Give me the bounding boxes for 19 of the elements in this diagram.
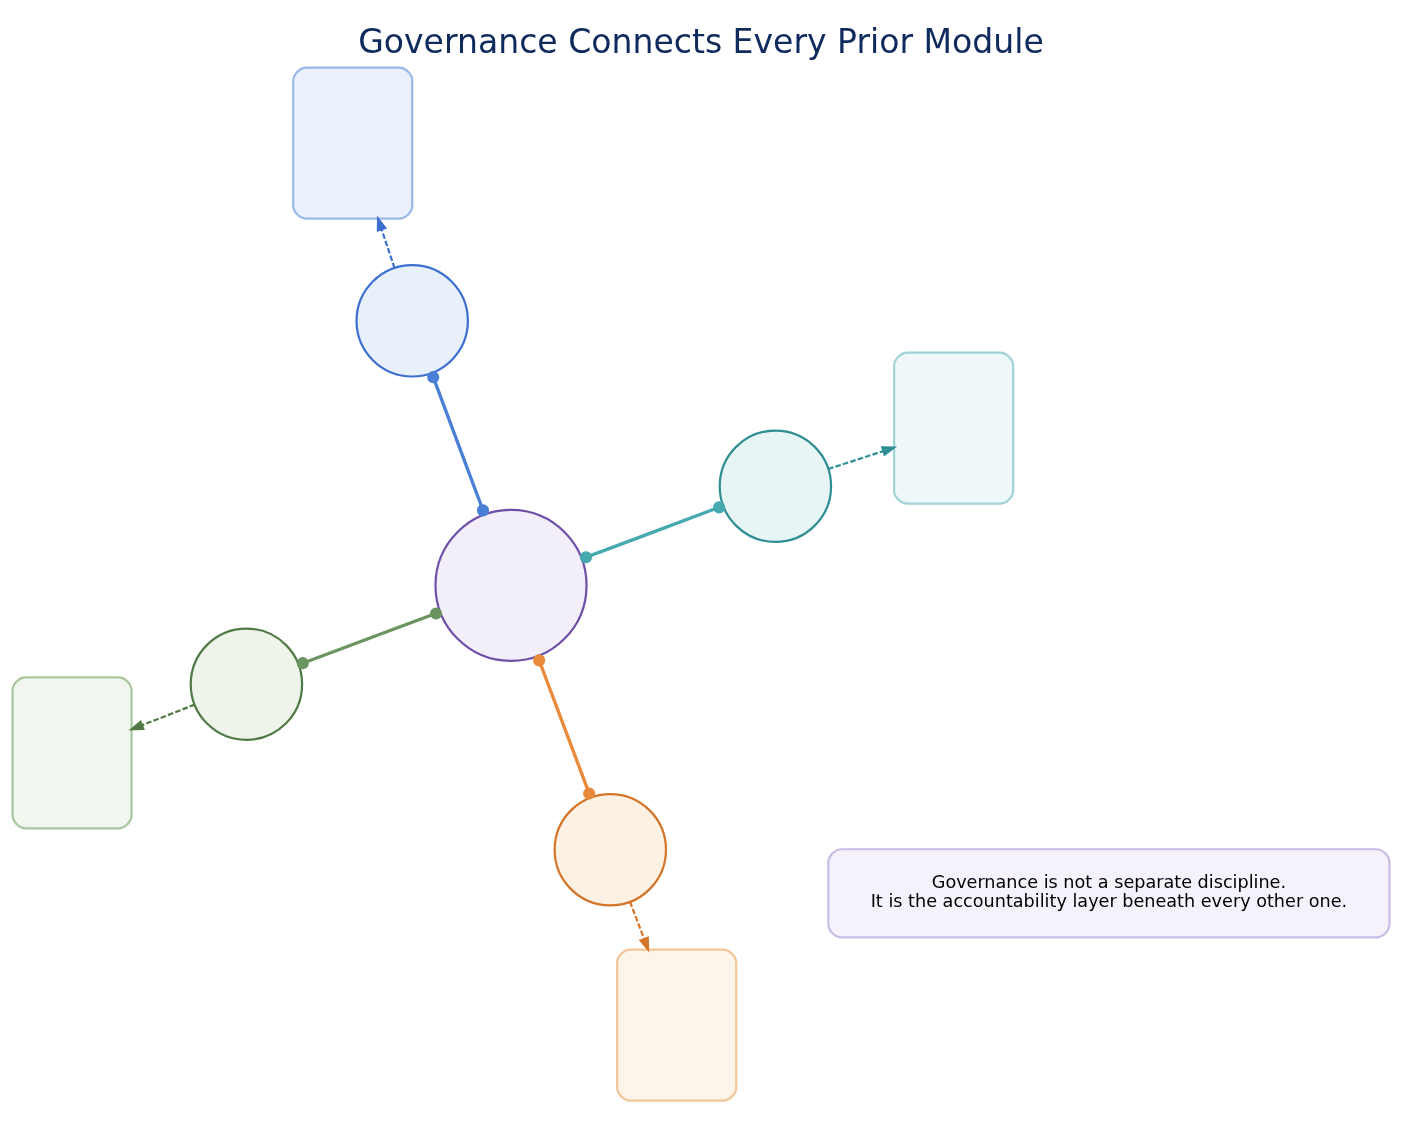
arrow [828,445,898,470]
arrow [629,901,650,953]
node-circle [355,263,469,378]
node-circle [718,428,833,543]
node-box: Governance is not a separate discipline. It is the accountability layer beneath every other one. [827,847,1391,939]
arrow [376,215,396,268]
node-circle [189,626,304,741]
diagram-title: Governance Connects Every Prior Module [358,21,1044,61]
connector [427,370,490,516]
connector [296,606,443,669]
connector [533,653,596,800]
arrow [128,703,195,731]
connector [579,500,726,563]
node-circle [434,508,588,662]
node-circle [553,792,668,907]
node-box [292,66,414,220]
node-box [11,675,133,829]
node-box [893,351,1015,505]
node-box [616,947,738,1102]
